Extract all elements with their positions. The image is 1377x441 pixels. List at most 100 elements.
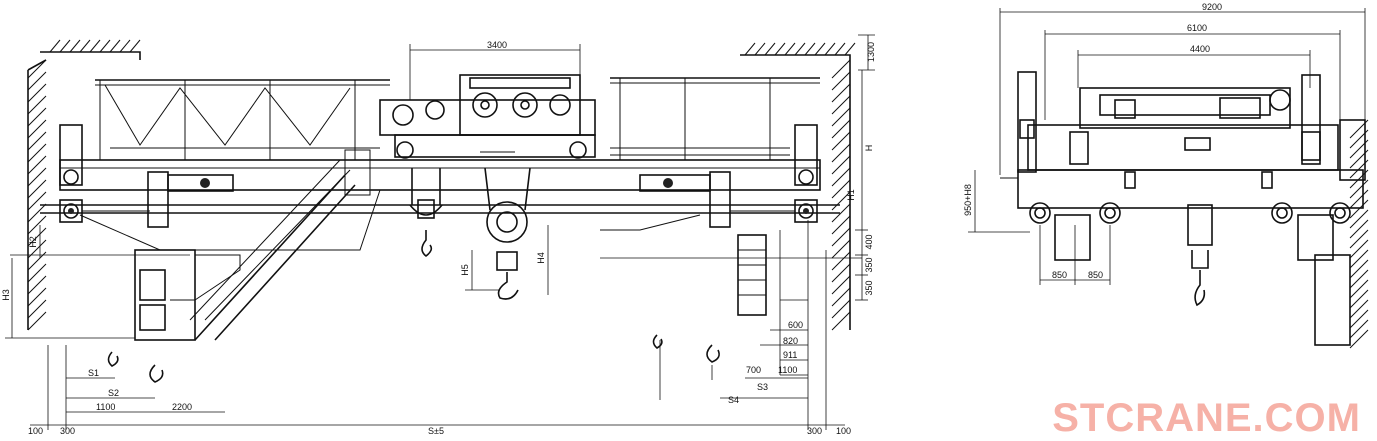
hatch-line — [1349, 209, 1369, 229]
travel-drive-left — [82, 171, 234, 228]
dim-100-left: 100 — [28, 426, 43, 436]
hatch-line — [831, 227, 851, 247]
dim-911: 911 — [783, 350, 797, 360]
hatch-line — [831, 83, 851, 103]
hatch-line — [1349, 159, 1369, 179]
stairway — [189, 149, 371, 341]
front-labels: 3400 1300 H H1 400 350 350 H2 H3 H5 H4 S… — [1, 40, 876, 436]
dim-850-b: 850 — [1088, 270, 1103, 280]
dim-H4: H4 — [536, 252, 546, 264]
hatch-line — [27, 275, 47, 295]
hatch-line — [744, 42, 756, 56]
hatch-line — [27, 107, 47, 127]
hatch-line — [831, 119, 851, 139]
hatch-line — [27, 215, 47, 235]
hatch-line — [1349, 329, 1369, 349]
right-wall — [740, 42, 856, 331]
hatch-line — [794, 42, 806, 56]
dim-H: H — [864, 145, 874, 152]
hatch-line — [59, 39, 71, 53]
hatch-line — [27, 83, 47, 103]
side-dimensions — [968, 8, 1366, 285]
hatch-line — [844, 42, 856, 56]
hatch-line — [1349, 149, 1369, 169]
hatch-line — [831, 239, 851, 259]
hatch-line — [49, 39, 61, 53]
hatch-line — [1349, 229, 1369, 249]
hatch-line — [764, 42, 776, 56]
hatch-line — [831, 275, 851, 295]
dim-S1: S1 — [88, 368, 99, 378]
hatch-line — [1349, 219, 1369, 239]
dim-700: 700 — [746, 365, 761, 375]
travel-drive-right — [639, 171, 795, 228]
hatch-line — [1349, 129, 1369, 149]
dim-350b: 350 — [864, 280, 874, 295]
dim-2200: 2200 — [172, 402, 192, 412]
hatch-line — [1349, 289, 1369, 309]
hatch-line — [27, 167, 47, 187]
hatch-line — [831, 143, 851, 163]
dim-span: S±5 — [428, 426, 444, 436]
hatch-line — [1349, 189, 1369, 209]
hatch-line — [27, 191, 47, 211]
hatch-line — [27, 71, 47, 91]
watermark-text: STCRANE.COM — [1052, 396, 1361, 440]
walkway-railing — [95, 77, 820, 160]
dim-400: 400 — [864, 234, 874, 249]
dim-H5: H5 — [460, 264, 470, 276]
hatch-line — [831, 287, 851, 307]
hatch-line — [754, 42, 766, 56]
hatch-line — [27, 95, 47, 115]
hatch-line — [119, 39, 131, 53]
dim-350a: 350 — [864, 257, 874, 272]
hatch-line — [27, 311, 47, 331]
hook-block-main — [484, 167, 531, 300]
hatch-line — [1349, 319, 1369, 339]
hatch-line — [129, 39, 141, 53]
hatch-line — [831, 311, 851, 331]
hatch-line — [1349, 279, 1369, 299]
hatch-line — [109, 39, 121, 53]
dim-600: 600 — [788, 320, 803, 330]
hatch-line — [1349, 259, 1369, 279]
hatch-line — [27, 143, 47, 163]
operator-cab — [134, 249, 241, 341]
hatch-line — [27, 119, 47, 139]
hatch-line — [831, 131, 851, 151]
front-dimensions — [5, 34, 875, 430]
right-ladder — [737, 234, 767, 316]
hatch-line — [831, 95, 851, 115]
hatch-line — [27, 59, 47, 79]
dim-300-right: 300 — [807, 426, 822, 436]
hatch-line — [1349, 299, 1369, 319]
hatch-line — [27, 287, 47, 307]
side-view — [1000, 71, 1369, 349]
hatch-line — [27, 179, 47, 199]
hatch-line — [831, 179, 851, 199]
hatch-line — [831, 263, 851, 283]
dim-950H8: 950+H8 — [963, 184, 973, 216]
dim-100-right: 100 — [836, 426, 851, 436]
dim-820: 820 — [783, 336, 798, 346]
hatch-line — [1349, 199, 1369, 219]
hatch-line — [89, 39, 101, 53]
dim-1300: 1300 — [866, 42, 876, 62]
hatch-line — [824, 42, 836, 56]
trolley — [379, 74, 596, 159]
dim-H1: H1 — [846, 189, 856, 201]
hook-block-aux — [409, 168, 443, 258]
dim-1100-right: 1100 — [778, 365, 797, 375]
hatch-line — [831, 59, 851, 79]
hatch-line — [79, 39, 91, 53]
hatch-line — [831, 251, 851, 271]
dim-H3: H3 — [1, 289, 11, 301]
hatch-line — [1349, 269, 1369, 289]
left-wall — [27, 39, 141, 331]
dim-S2: S2 — [108, 388, 119, 398]
hook-positions — [107, 334, 720, 383]
hatch-line — [27, 155, 47, 175]
dim-1100-left: 1100 — [96, 402, 115, 412]
hatch-line — [831, 215, 851, 235]
